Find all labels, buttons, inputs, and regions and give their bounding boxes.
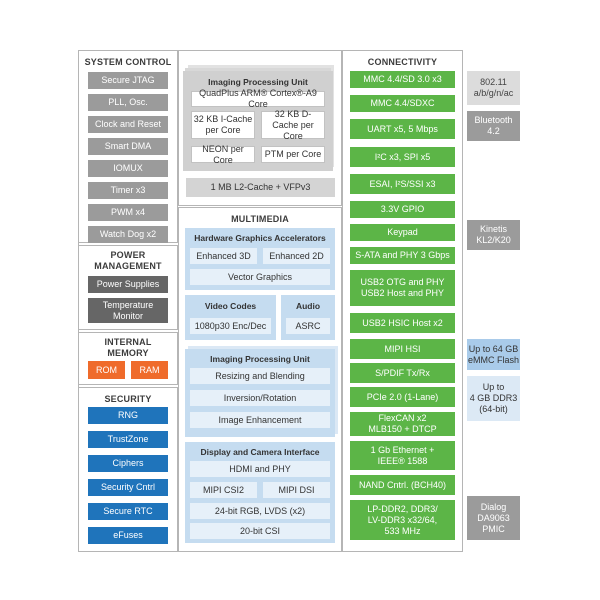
connectivity-item: Keypad xyxy=(350,224,455,241)
display-camera-panel: Display and Camera Interface HDMI and PH… xyxy=(185,442,335,543)
connectivity-item: USB2 HSIC Host x2 xyxy=(350,313,455,333)
kinetis-box: Kinetis KL2/K20 xyxy=(467,220,520,250)
security-item: eFuses xyxy=(88,527,168,544)
l2-cache-box: 1 MB L2-Cache + VFPv3 xyxy=(186,178,335,197)
connectivity-section: CONNECTIVITY MMC 4.4/SD 3.0 x3 MMC 4.4/SD… xyxy=(342,50,463,552)
system-control-item: Clock and Reset xyxy=(88,116,168,133)
display-camera-title: Display and Camera Interface xyxy=(200,446,320,457)
imaging-processing-title: Imaging Processing Unit xyxy=(210,353,310,364)
connectivity-item: NAND Cntrl. (BCH40) xyxy=(350,475,455,495)
system-control-item: Secure JTAG xyxy=(88,72,168,89)
hdmi-box: HDMI and PHY xyxy=(190,461,330,477)
connectivity-item: FlexCAN x2 MLB150 + DTCP xyxy=(350,412,455,436)
imaging-processing-panel: Imaging Processing Unit Resizing and Ble… xyxy=(185,349,335,437)
ipu-item: Image Enhancement xyxy=(190,412,330,428)
multimedia-title: MULTIMEDIA xyxy=(231,214,289,224)
connectivity-item: 1 Gb Ethernet + IEEE® 1588 xyxy=(350,441,455,470)
enhanced-2d-box: Enhanced 2D xyxy=(263,248,330,264)
power-management-section: POWER MANAGEMENT Power Supplies Temperat… xyxy=(78,245,178,330)
vector-graphics-box: Vector Graphics xyxy=(190,269,330,285)
connectivity-item: ESAI, I²S/SSI x3 xyxy=(350,174,455,194)
mipi-dsi-box: MIPI DSI xyxy=(263,482,330,498)
ptm-box: PTM per Core xyxy=(261,146,325,163)
connectivity-item: MMC 4.4/SDXC xyxy=(350,95,455,112)
multimedia-section: MULTIMEDIA Hardware Graphics Accelerator… xyxy=(178,207,342,552)
power-supplies-box: Power Supplies xyxy=(88,276,168,293)
connectivity-item: I²C x3, SPI x5 xyxy=(350,147,455,167)
connectivity-item: S/PDIF Tx/Rx xyxy=(350,363,455,383)
internal-memory-section: INTERNAL MEMORY ROM RAM xyxy=(78,332,178,385)
system-control-item: Watch Dog x2 xyxy=(88,226,168,243)
security-item: RNG xyxy=(88,407,168,424)
system-control-item: Smart DMA xyxy=(88,138,168,155)
connectivity-item: 3.3V GPIO xyxy=(350,201,455,218)
system-control-item: IOMUX xyxy=(88,160,168,177)
rom-box: ROM xyxy=(88,361,125,379)
connectivity-item: USB2 OTG and PHY USB2 Host and PHY xyxy=(350,270,455,306)
asrc-box: ASRC xyxy=(286,318,330,334)
dcache-box: 32 KB D-Cache per Core xyxy=(261,109,325,141)
audio-title: Audio xyxy=(295,300,321,311)
connectivity-item: S-ATA and PHY 3 Gbps xyxy=(350,247,455,264)
enhanced-3d-box: Enhanced 3D xyxy=(190,248,257,264)
rgb-lvds-box: 24-bit RGB, LVDS (x2) xyxy=(190,503,330,519)
neon-box: NEON per Core xyxy=(191,144,255,165)
audio-panel: Audio ASRC xyxy=(281,295,335,340)
security-title: SECURITY xyxy=(104,394,152,404)
connectivity-item: UART x5, 5 Mbps xyxy=(350,119,455,139)
pmic-box: Dialog DA9063 PMIC xyxy=(467,496,520,540)
cpu-core-box: QuadPlus ARM® Cortex®-A9 Core xyxy=(191,88,325,109)
bluetooth-box: Bluetooth 4.2 xyxy=(467,111,520,141)
graphics-accelerators-title: Hardware Graphics Accelerators xyxy=(194,232,326,243)
icache-box: 32 KB I-Cache per Core xyxy=(191,111,255,139)
connectivity-item: MIPI HSI xyxy=(350,339,455,359)
security-item: Security Cntrl xyxy=(88,479,168,496)
wifi-box: 802.11 a/b/g/n/ac xyxy=(467,71,520,105)
power-management-title: POWER MANAGEMENT xyxy=(94,250,162,271)
video-codecs-panel: Video Codes 1080p30 Enc/Dec xyxy=(185,295,276,340)
security-item: Secure RTC xyxy=(88,503,168,520)
cpu-block: Imaging Processing Unit QuadPlus ARM® Co… xyxy=(183,71,333,171)
connectivity-item: PCIe 2.0 (1-Lane) xyxy=(350,387,455,407)
temperature-monitor-box: Temperature Monitor xyxy=(88,298,168,323)
connectivity-item: LP-DDR2, DDR3/ LV-DDR3 x32/64, 533 MHz xyxy=(350,500,455,540)
connectivity-title: CONNECTIVITY xyxy=(367,57,438,67)
video-codecs-title: Video Codes xyxy=(204,300,257,311)
ipu-item: Inversion/Rotation xyxy=(190,390,330,406)
ddr3-box: Up to 4 GB DDR3 (64-bit) xyxy=(467,376,520,421)
emmc-box: Up to 64 GB eMMC Flash xyxy=(467,339,520,370)
internal-memory-title: INTERNAL MEMORY xyxy=(104,337,152,358)
system-control-section: SYSTEM CONTROL Secure JTAG PLL, Osc. Clo… xyxy=(78,50,178,243)
system-control-item: PWM x4 xyxy=(88,204,168,221)
security-item: TrustZone xyxy=(88,431,168,448)
mipi-csi2-box: MIPI CSI2 xyxy=(190,482,257,498)
system-control-title: SYSTEM CONTROL xyxy=(84,57,172,67)
cpu-section: Imaging Processing Unit QuadPlus ARM® Co… xyxy=(178,50,342,206)
ipu-item: Resizing and Blending xyxy=(190,368,330,384)
connectivity-item: MMC 4.4/SD 3.0 x3 xyxy=(350,71,455,88)
security-section: SECURITY RNG TrustZone Ciphers Security … xyxy=(78,387,178,552)
security-item: Ciphers xyxy=(88,455,168,472)
csi-box: 20-bit CSI xyxy=(190,523,330,539)
system-control-item: PLL, Osc. xyxy=(88,94,168,111)
video-codec-box: 1080p30 Enc/Dec xyxy=(190,318,271,334)
ram-box: RAM xyxy=(131,361,168,379)
cpu-title: Imaging Processing Unit xyxy=(208,76,308,87)
graphics-accelerators-panel: Hardware Graphics Accelerators Enhanced … xyxy=(185,228,335,290)
system-control-item: Timer x3 xyxy=(88,182,168,199)
